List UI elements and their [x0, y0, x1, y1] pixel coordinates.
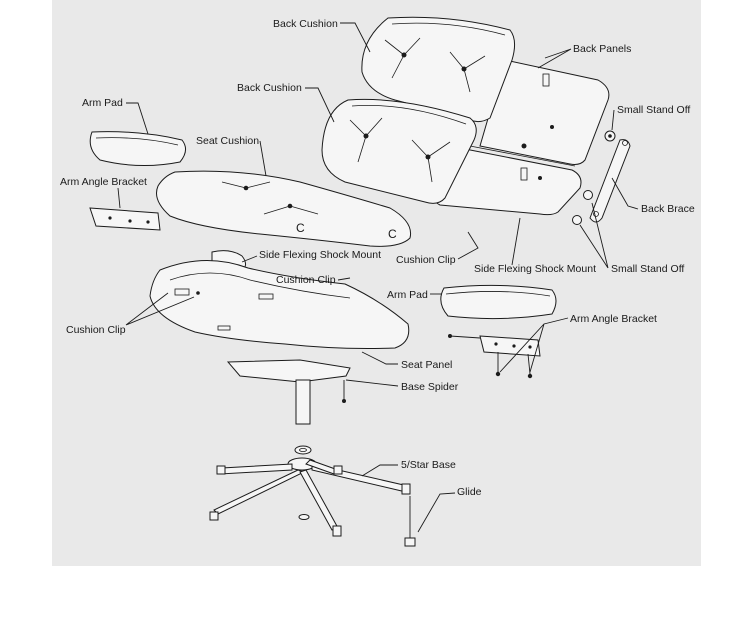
svg-text:C: C	[296, 221, 305, 235]
part-labels: Back Cushion Back Panels Back Cushion Sm…	[60, 18, 695, 498]
small-stand-off-bottom	[572, 190, 593, 225]
label-cushion-clip-right: Cushion Clip	[396, 254, 456, 266]
arm-angle-bracket-left	[89, 207, 161, 231]
label-back-brace: Back Brace	[641, 203, 695, 215]
label-base-spider: Base Spider	[401, 381, 459, 393]
label-side-flexing-shock-mount-left: Side Flexing Shock Mount	[259, 249, 381, 261]
svg-text:C: C	[388, 227, 397, 241]
arm-pad-right	[440, 284, 557, 320]
label-seat-cushion: Seat Cushion	[196, 135, 259, 147]
leader-lines	[117, 22, 639, 533]
label-back-cushion-top: Back Cushion	[273, 18, 338, 30]
seat-panel	[149, 250, 410, 349]
back-brace	[589, 139, 631, 223]
label-glide: Glide	[457, 486, 482, 498]
label-side-flexing-shock-mount-right: Side Flexing Shock Mount	[474, 263, 596, 275]
washer	[294, 445, 312, 455]
label-star-base: 5/Star Base	[401, 459, 456, 471]
label-seat-panel: Seat Panel	[401, 359, 452, 371]
arm-pad-left	[89, 131, 186, 167]
label-small-stand-off-bottom: Small Stand Off	[611, 263, 684, 275]
seat-cushion: C C	[156, 170, 412, 247]
small-stand-off-top	[604, 130, 616, 142]
label-small-stand-off-top: Small Stand Off	[617, 104, 690, 116]
label-cushion-clip-center: Cushion Clip	[276, 274, 336, 286]
five-star-base	[209, 457, 411, 537]
label-arm-pad-right: Arm Pad	[387, 289, 428, 301]
glide	[404, 496, 416, 547]
base-spider	[226, 359, 351, 425]
back-cushion-top	[361, 16, 516, 123]
label-back-cushion-lower: Back Cushion	[237, 82, 302, 94]
back-panels	[432, 59, 610, 216]
label-arm-angle-bracket-right: Arm Angle Bracket	[570, 313, 657, 325]
label-cushion-clip-left: Cushion Clip	[66, 324, 126, 336]
label-arm-pad-left: Arm Pad	[82, 97, 123, 109]
label-back-panels: Back Panels	[573, 43, 631, 55]
back-cushion-lower	[321, 98, 477, 204]
label-arm-angle-bracket-left: Arm Angle Bracket	[60, 176, 147, 188]
arm-angle-bracket-right	[448, 334, 541, 379]
